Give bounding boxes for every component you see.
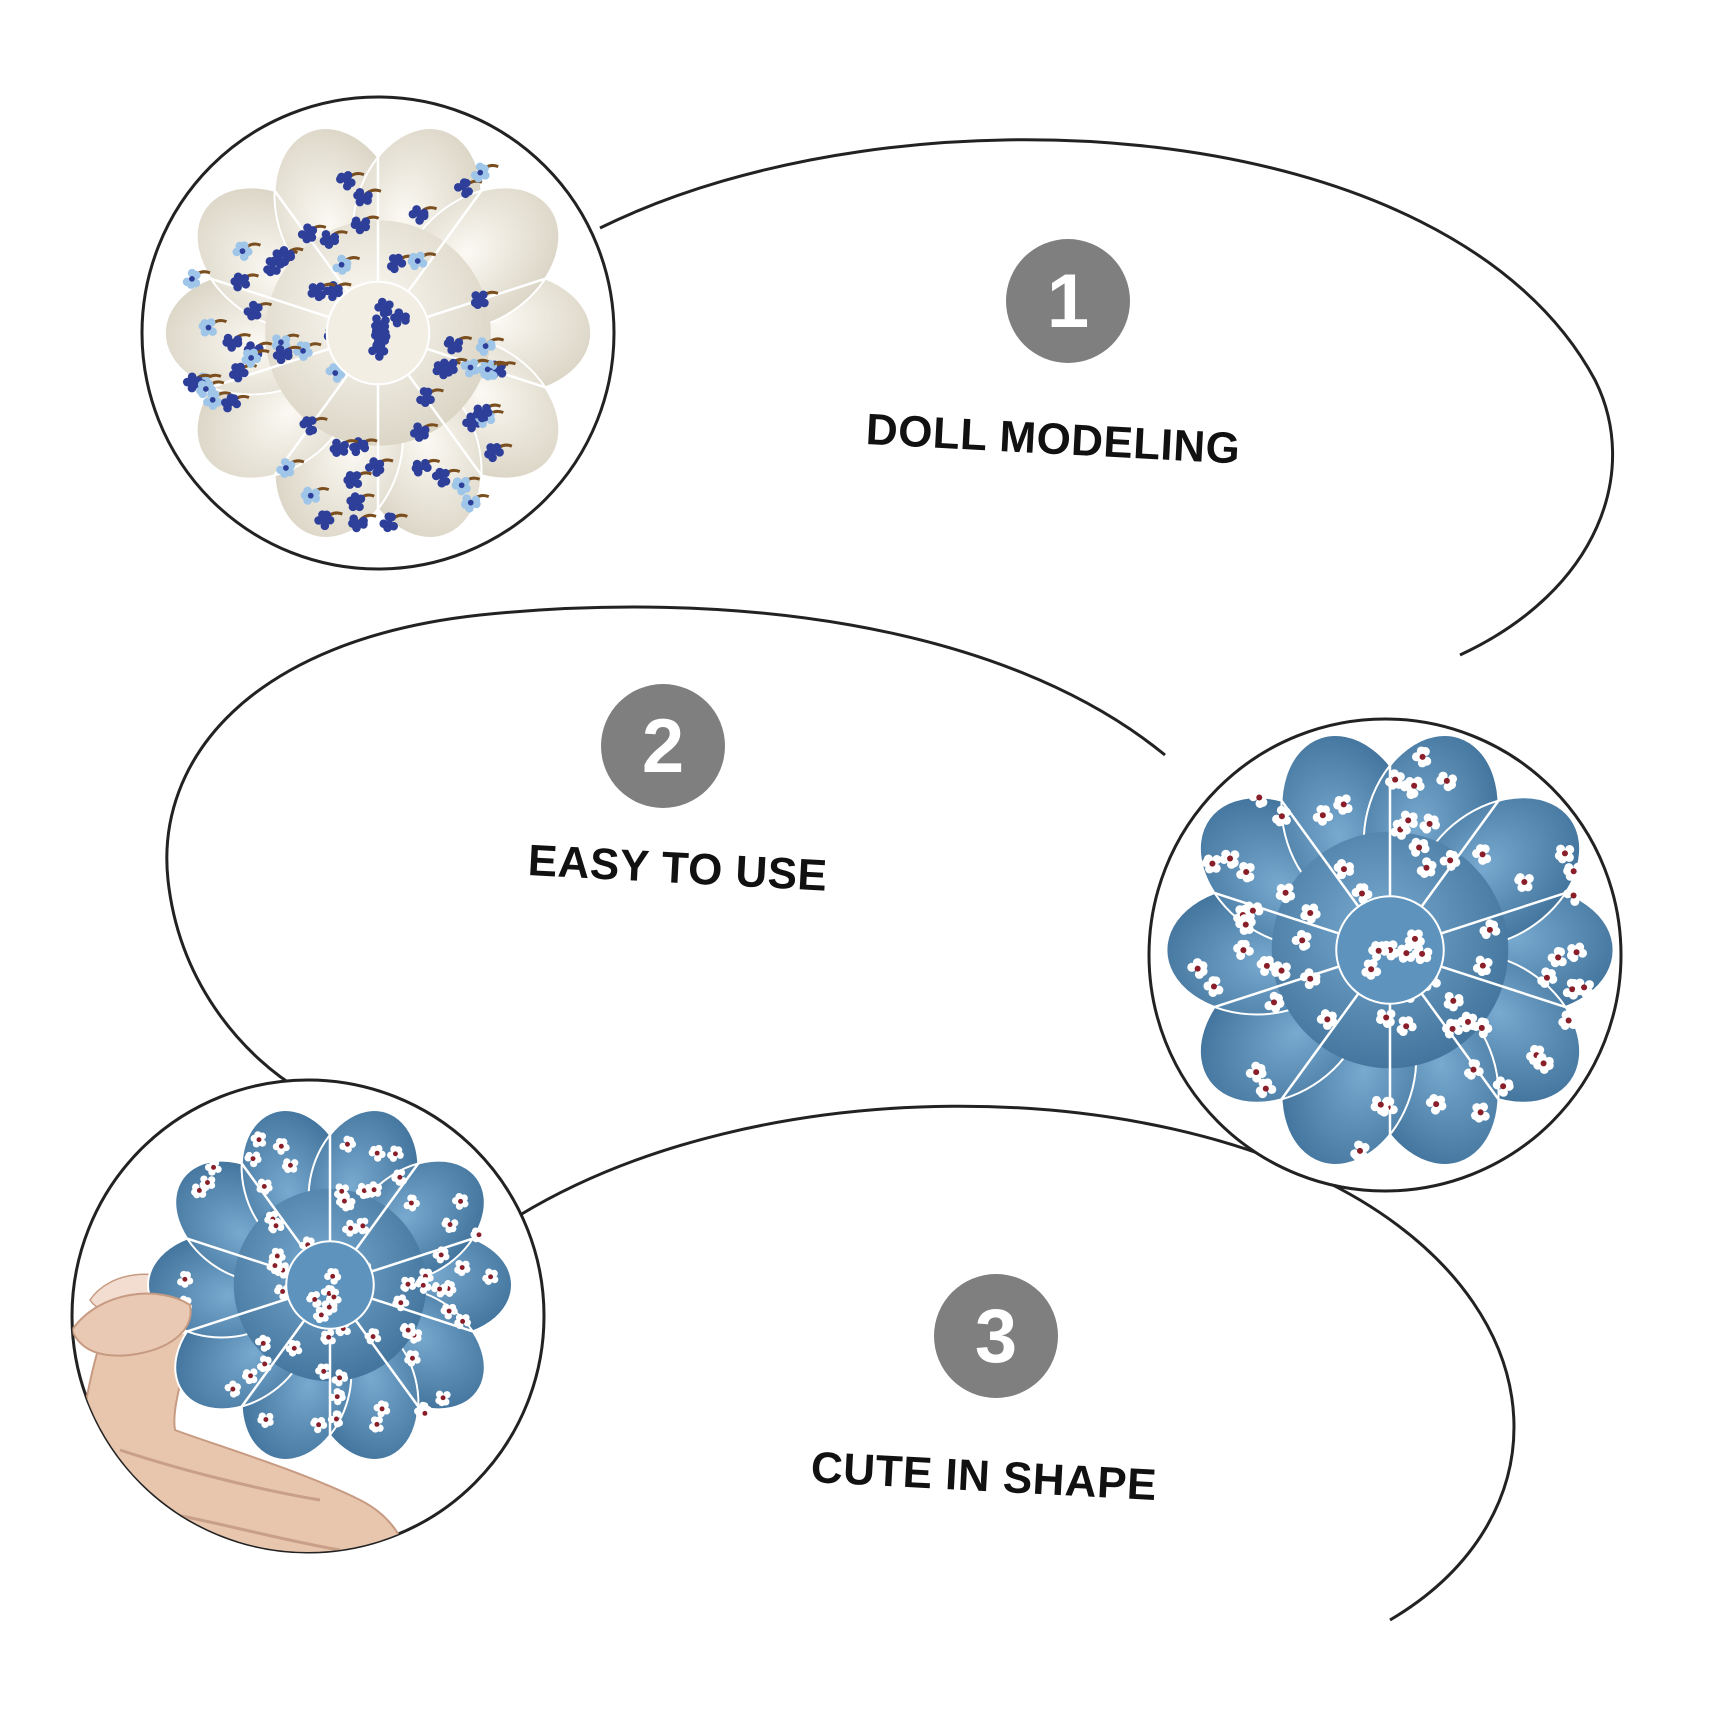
- cream-floral-pincushion-icon: [140, 95, 616, 571]
- connector-curve-1: [599, 138, 1615, 657]
- fabric-print: [1187, 746, 1594, 1161]
- connector-curve-2: [165, 605, 1166, 1092]
- badge-1-number: 1: [1047, 259, 1089, 344]
- fabric-print: [182, 162, 517, 533]
- blue-floral-pincushion-icon: [1147, 717, 1623, 1193]
- thumb-icon: [72, 1292, 192, 1357]
- fabric-print: [175, 1131, 499, 1434]
- badge-2: 2: [601, 684, 725, 808]
- badge-1: 1: [1006, 239, 1130, 363]
- badge-3: 3: [934, 1274, 1058, 1398]
- hand-held-pincushion-icon: [70, 1078, 546, 1554]
- held-pincushion: [147, 1106, 513, 1464]
- badge-2-number: 2: [642, 704, 684, 789]
- badge-3-number: 3: [975, 1294, 1017, 1379]
